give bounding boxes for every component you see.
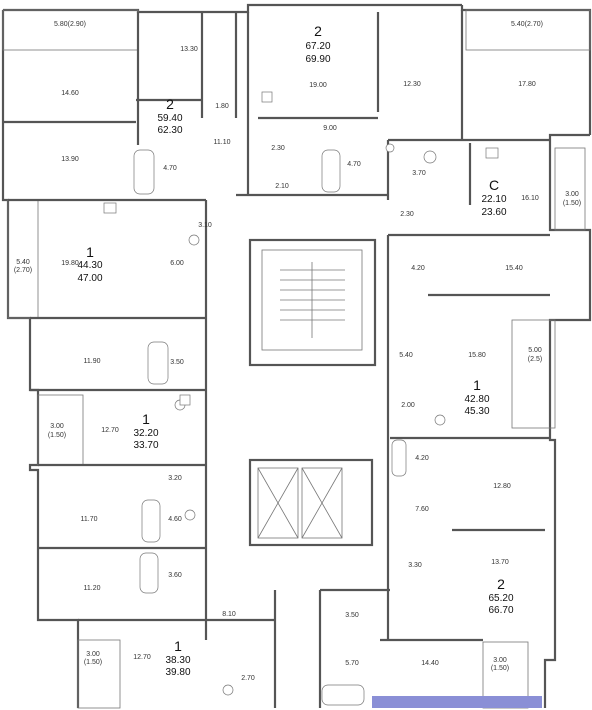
room-label: 16.10: [521, 195, 539, 202]
area: 38.30: [165, 655, 190, 666]
room-label: 11.70: [81, 516, 98, 523]
room-label: 2.00: [401, 402, 415, 409]
room-label: 11.20: [84, 585, 101, 592]
room-label: 7.60: [415, 506, 429, 513]
room-label: 3.30: [408, 562, 422, 569]
rooms: 1: [473, 377, 481, 393]
area: 42.80: [464, 394, 489, 405]
room-label: 3.20: [168, 475, 182, 482]
room-label: 11.10: [214, 139, 231, 146]
rooms: 2: [166, 96, 174, 112]
room-label: 19.80: [61, 260, 79, 267]
room-label: 11.90: [84, 358, 101, 365]
room-label: 8.10: [222, 611, 236, 618]
building-walls: [1, 3, 592, 709]
apartment-label-sw: 1 38.30 39.80: [165, 638, 190, 678]
room-label: (1.50): [84, 659, 102, 666]
total: 66.70: [488, 605, 513, 616]
room-label: 2.10: [275, 183, 289, 190]
area: 22.10: [481, 194, 506, 205]
apartment-label-n: 2 67.20 69.90: [305, 23, 330, 65]
interior-walls: [3, 10, 550, 708]
room-label: 3.70: [412, 170, 426, 177]
rooms: 2: [314, 23, 322, 39]
room-label: 17.80: [518, 81, 536, 88]
apartment-label-w1a: 1 44.30 47.00: [77, 244, 102, 284]
apartment-label-e-studio: C 22.10 23.60: [481, 177, 506, 218]
room-label: 2.70: [241, 675, 255, 682]
room-label: 3.00: [86, 651, 100, 658]
apartment-label-nw: 2 59.40 62.30: [157, 96, 182, 136]
area: 44.30: [77, 260, 102, 271]
room-label: 15.80: [468, 352, 486, 359]
room-label: 12.70: [101, 427, 119, 434]
total: 45.30: [464, 406, 489, 417]
room-label: 13.70: [491, 559, 509, 566]
room-label: 3.00: [50, 423, 64, 430]
rooms: 1: [174, 638, 182, 654]
room-label: 3.10: [198, 222, 212, 229]
room-label: 12.80: [493, 483, 511, 490]
room-label: 3.50: [345, 612, 359, 619]
total: 47.00: [77, 273, 102, 284]
room-label: 5.00: [528, 347, 542, 354]
apartment-label-e1: 1 42.80 45.30: [464, 377, 489, 417]
total: 39.80: [165, 667, 190, 678]
rooms: 1: [86, 244, 94, 260]
stair-core: [248, 238, 377, 547]
room-label: 2.30: [271, 145, 285, 152]
room-label: 3.00: [565, 191, 579, 198]
room-label: 12.30: [403, 81, 421, 88]
area: 59.40: [157, 113, 182, 124]
accent-strip: [372, 696, 542, 708]
total: 23.60: [481, 207, 506, 218]
room-label: (1.50): [48, 432, 66, 439]
total: 33.70: [133, 440, 158, 451]
room-labels: 5.80(2.90) 13.30 14.60 1.80 11.10 13.90 …: [14, 21, 581, 682]
room-label: 14.40: [421, 660, 439, 667]
room-label: 4.60: [168, 516, 182, 523]
room-label: 19.00: [309, 82, 327, 89]
room-label: (1.50): [563, 200, 581, 207]
room-label: 5.80(2.90): [54, 21, 86, 28]
room-label: 14.60: [61, 90, 79, 97]
total: 62.30: [157, 125, 182, 136]
room-label: 2.30: [400, 211, 414, 218]
room-label: 9.00: [323, 125, 337, 132]
room-label: 12.70: [133, 654, 151, 661]
room-label: (2.70): [14, 267, 32, 274]
room-label: 1.80: [215, 103, 229, 110]
area: 67.20: [305, 41, 330, 52]
room-label: 6.00: [170, 260, 184, 267]
rooms: C: [489, 177, 499, 193]
area: 65.20: [488, 593, 513, 604]
rooms: 1: [142, 411, 150, 427]
room-label: 3.60: [168, 572, 182, 579]
area: 32.20: [133, 428, 158, 439]
room-label: 15.40: [505, 265, 523, 272]
room-label: 5.40: [16, 259, 30, 266]
room-label: 5.70: [345, 660, 359, 667]
room-label: 5.40(2.70): [511, 21, 543, 28]
room-label: (1.50): [491, 665, 509, 672]
bathroom-fixtures: [103, 91, 499, 706]
apartment-label-w1b: 1 32.20 33.70: [133, 411, 158, 451]
room-label: 4.20: [415, 455, 429, 462]
room-label: 3.00: [493, 657, 507, 664]
room-label: 5.40: [399, 352, 413, 359]
apartment-label-se: 2 65.20 66.70: [488, 576, 513, 616]
room-label: 3.50: [170, 359, 184, 366]
room-label: 4.70: [347, 161, 361, 168]
rooms: 2: [497, 576, 505, 592]
room-label: (2.5): [528, 356, 542, 363]
room-label: 13.30: [180, 46, 198, 53]
total: 69.90: [305, 54, 330, 65]
room-label: 13.90: [61, 156, 79, 163]
room-label: 4.20: [411, 265, 425, 272]
room-label: 4.70: [163, 165, 177, 172]
